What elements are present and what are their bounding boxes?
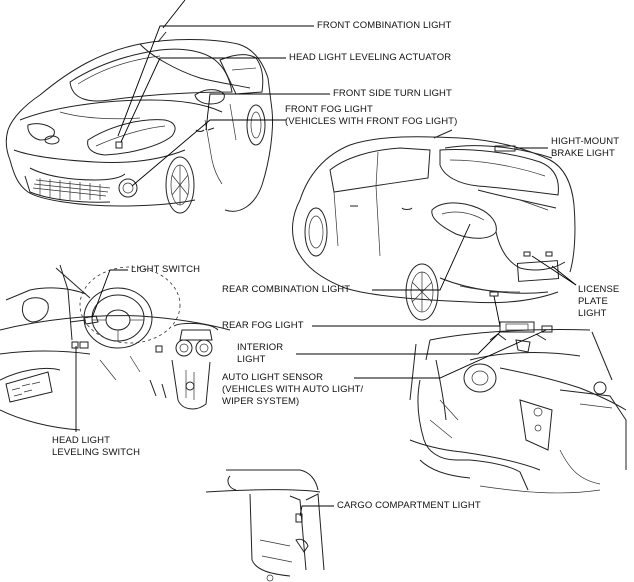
label-front-side-turn-light: FRONT SIDE TURN LIGHT <box>333 88 452 99</box>
label-interior-light-line2: LIGHT <box>237 354 266 365</box>
label-head-light-leveling-switch-line2: LEVELING SWITCH <box>52 447 141 458</box>
label-high-mount-brake-light-line1: HIGHT-MOUNT <box>551 136 620 147</box>
label-auto-light-sensor-line3: WIPER SYSTEM) <box>222 396 300 407</box>
label-auto-light-sensor-line1: AUTO LIGHT SENSOR <box>222 372 324 383</box>
label-head-light-leveling-switch-line1: HEAD LIGHT <box>52 435 111 446</box>
rear-car-illustration <box>292 129 576 321</box>
label-license-plate-light-line1: LICENSE <box>578 284 620 295</box>
label-rear-combination-light: REAR COMBINATION LIGHT <box>222 284 351 295</box>
interior-illustration <box>409 321 627 494</box>
label-cargo-compartment-light: CARGO COMPARTMENT LIGHT <box>337 500 481 511</box>
cargo-compartment-illustration <box>205 469 325 582</box>
label-interior-light-line1: INTERIOR <box>237 342 284 353</box>
label-front-fog-light-note: (VEHICLES WITH FRONT FOG LIGHT) <box>285 116 458 127</box>
leader-lines <box>75 0 577 517</box>
label-front-combination-light: FRONT COMBINATION LIGHT <box>317 20 452 31</box>
label-head-light-leveling-actuator: HEAD LIGHT LEVELING ACTUATOR <box>289 52 452 63</box>
label-high-mount-brake-light-line2: BRAKE LIGHT <box>551 148 615 159</box>
label-light-switch: LIGHT SWITCH <box>131 264 201 275</box>
front-car-illustration <box>5 31 273 214</box>
label-license-plate-light-line3: LIGHT <box>578 308 607 319</box>
dashboard-illustration <box>0 264 231 431</box>
label-front-fog-light: FRONT FOG LIGHT <box>285 104 373 115</box>
label-auto-light-sensor-line2: (VEHICLES WITH AUTO LIGHT/ <box>222 384 364 395</box>
label-rear-fog-light: REAR FOG LIGHT <box>222 320 304 331</box>
label-license-plate-light-line2: PLATE <box>578 296 608 307</box>
